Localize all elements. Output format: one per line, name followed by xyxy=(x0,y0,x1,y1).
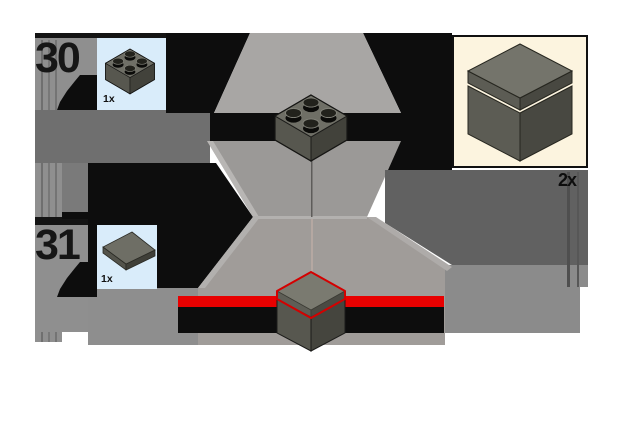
parts-callout-step31: 1x xyxy=(97,225,157,289)
part-quantity-step31: 1x xyxy=(101,273,113,285)
step-number-31: 31 xyxy=(35,221,81,269)
step-number-30: 30 xyxy=(35,34,81,82)
submodel-multiplier: 2x xyxy=(558,170,577,190)
submodel-box xyxy=(452,35,588,168)
parts-callout-step30: 1x xyxy=(97,38,166,110)
part-quantity-step30: 1x xyxy=(103,93,115,105)
